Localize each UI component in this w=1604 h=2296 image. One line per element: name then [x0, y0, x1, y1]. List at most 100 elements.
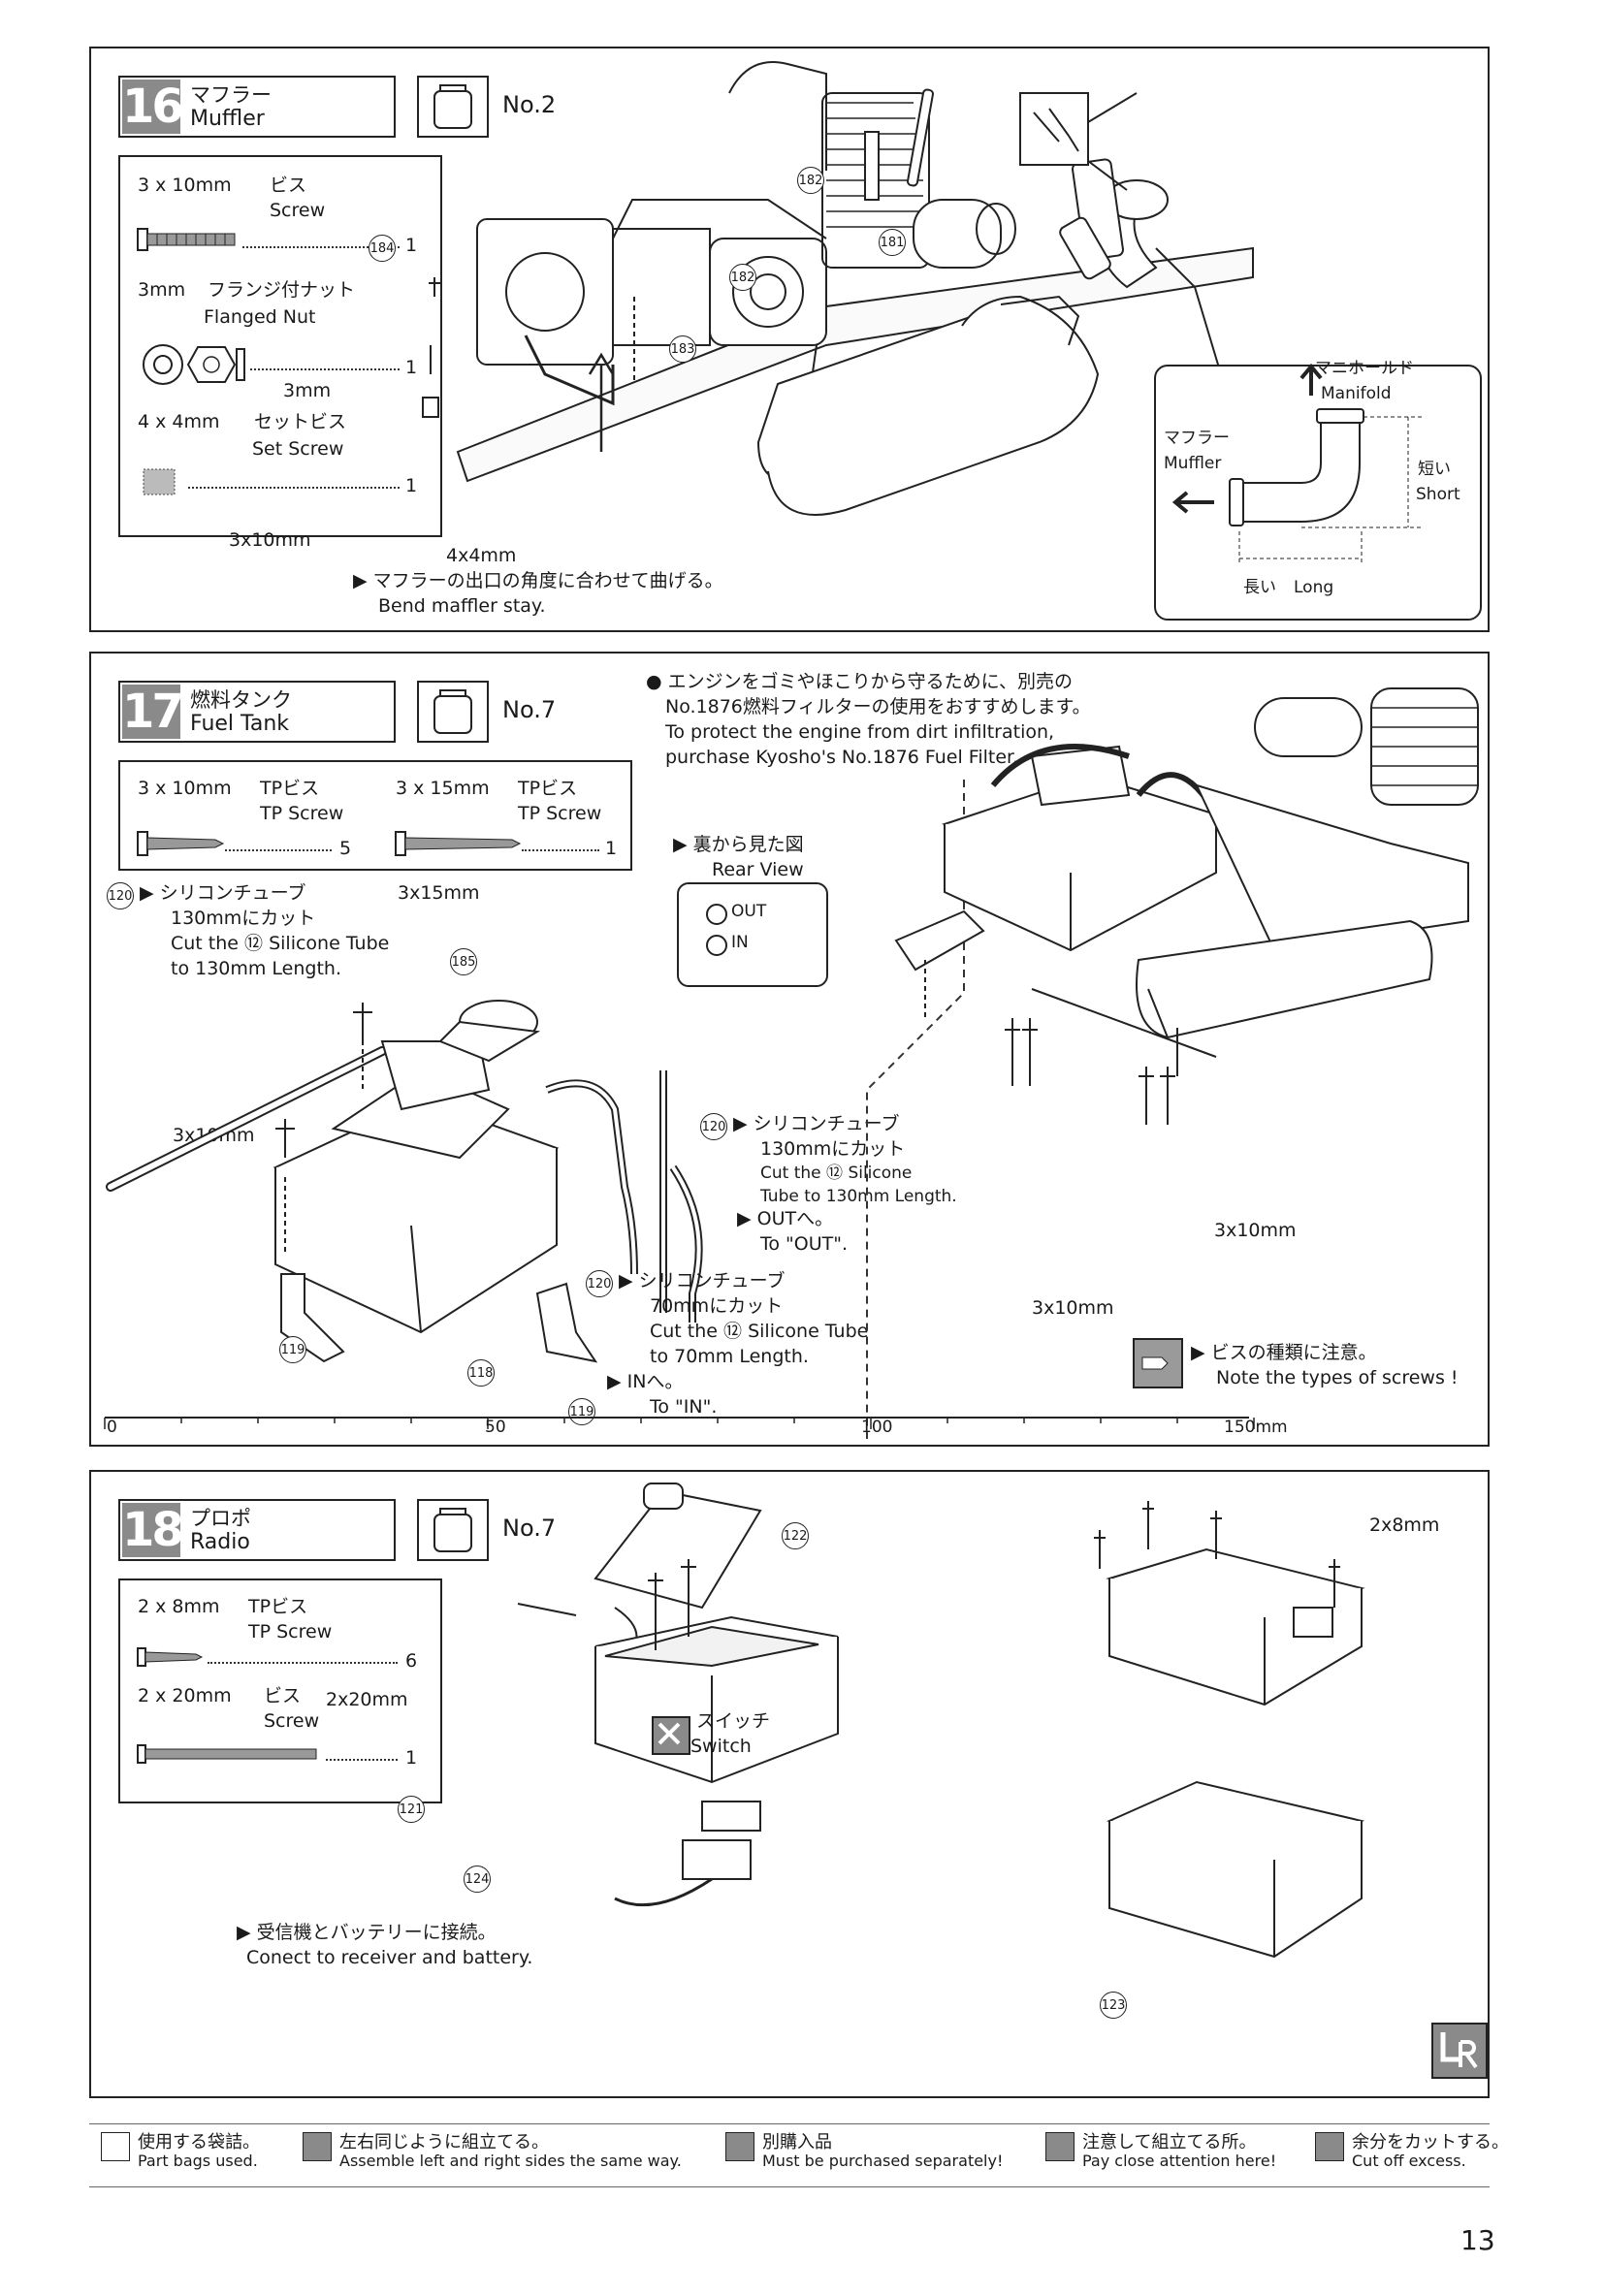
- legend-left-right: 左右同じように組立てる。 Assemble left and right sid…: [303, 2128, 710, 2181]
- pliers-icon: [1019, 92, 1138, 191]
- short-label-jp: 短い: [1418, 460, 1451, 479]
- legend-bar: 使用する袋詰。 Part bags used. 左右同じように組立てる。 Ass…: [89, 2123, 1509, 2187]
- qty-leader: [326, 1759, 398, 1761]
- step-18-panel: 18 プロポ Radio No.7 2 x 8mm TPビス TP Screw …: [89, 1470, 1490, 2098]
- caution-hand-icon: [1133, 1338, 1183, 1388]
- screw-note-jp: ▶ ビスの種類に注意。: [1191, 1342, 1377, 1363]
- parts-list: 3 x 10mm TPビス TP Screw 5 3 x 15mm TPビス T…: [118, 760, 632, 871]
- part-name-en: TP Screw: [260, 803, 344, 824]
- part-ref-123: 123: [1100, 1992, 1127, 2019]
- step-17-header: 17 燃料タンク Fuel Tank: [118, 681, 396, 743]
- part-ref-183: 183: [669, 335, 696, 363]
- step-title-en: Muffler: [190, 107, 265, 131]
- legend-separate-purchase: 別購入品 Must be purchased separately!: [725, 2128, 1016, 2181]
- part-ref-119a: 119: [279, 1336, 306, 1363]
- part-size: 2 x 20mm: [138, 1685, 232, 1706]
- tube3-jp1: ▶ シリコンチューブ: [619, 1270, 786, 1292]
- fuel-filter-note-jp1: ● エンジンをゴミやほこりから守るために、別売の: [646, 671, 1074, 692]
- ruler-label-0: 0: [107, 1418, 117, 1437]
- bend-note-en: Bend maffler stay.: [378, 595, 546, 617]
- out-label: OUT: [731, 902, 767, 921]
- qty-leader: [225, 849, 332, 851]
- part-size: 3mm: [138, 279, 186, 301]
- part-ref-181: 181: [879, 229, 906, 256]
- qty-leader: [208, 1662, 398, 1664]
- part-name-jp: TPビス: [248, 1596, 308, 1617]
- step-number: 18: [122, 1503, 184, 1557]
- caution-hand-icon: [1045, 2132, 1075, 2161]
- screw-icon: [137, 1744, 317, 1764]
- part-bag-icon: [101, 2132, 130, 2161]
- tube1-jp2: 130mmにカット: [171, 908, 316, 929]
- label-4x4mm: 4x4mm: [446, 545, 517, 566]
- tube2-jp1: ▶ シリコンチューブ: [733, 1113, 900, 1134]
- legend-jp: 注意して組立てる所。: [1082, 2132, 1257, 2152]
- tube1-en1: Cut the ⑫ Silicone Tube: [171, 933, 390, 954]
- part-qty: 1: [405, 1747, 418, 1769]
- part-name-jp: フランジ付ナット: [208, 279, 356, 301]
- legend-part-bags: 使用する袋詰。 Part bags used.: [101, 2128, 353, 2181]
- rear-view-en: Rear View: [712, 859, 804, 880]
- step-title-jp: プロポ: [190, 1507, 251, 1530]
- part-bag-icon: [417, 76, 489, 138]
- part-name-en: Screw: [270, 200, 326, 221]
- out-port-icon: [706, 904, 727, 925]
- part-size: 3 x 15mm: [396, 778, 490, 799]
- ruler-label-100: 100: [861, 1418, 893, 1437]
- fuel-filter-note-en2: purchase Kyosho's No.1876 Fuel Filter.: [665, 747, 1019, 768]
- part-ref-119b: 119: [568, 1398, 595, 1425]
- part-name-jp: ビス: [270, 175, 307, 196]
- part-name-en: TP Screw: [518, 803, 602, 824]
- qty-leader: [250, 368, 400, 370]
- page-number: 13: [1460, 2224, 1495, 2256]
- label-3x10mm: 3x10mm: [1032, 1297, 1114, 1319]
- label-3x10mm: 3x10mm: [229, 529, 311, 551]
- tp-screw-icon: [137, 831, 225, 856]
- part-ref-118: 118: [467, 1359, 495, 1387]
- parts-list: 2 x 8mm TPビス TP Screw 6 2 x 20mm ビス Scre…: [118, 1578, 442, 1803]
- part-qty: 1: [405, 475, 418, 496]
- part-name-en: Flanged Nut: [204, 306, 316, 328]
- set-screw-icon: [143, 468, 176, 495]
- legend-en: Cut off excess.: [1352, 2152, 1466, 2170]
- step-title-jp: マフラー: [190, 83, 272, 107]
- muffler-label-jp: マフラー: [1164, 429, 1230, 448]
- part-ref-184: 184: [369, 235, 396, 262]
- tube2-jp2: 130mmにカット: [760, 1138, 906, 1160]
- part-size: 2 x 8mm: [138, 1596, 220, 1617]
- connect-note-en: Conect to receiver and battery.: [246, 1947, 533, 1968]
- tube1-en2: to 130mm Length.: [171, 958, 342, 979]
- fuel-tank-illustration: [106, 1000, 703, 1363]
- in-port-icon: [706, 935, 727, 956]
- step-16-panel: 16 マフラー Muffler No.2 3 x 10mm ビス Screw 1…: [89, 47, 1490, 632]
- fuel-filter-note-jp2: No.1876燃料フィルターの使用をおすすめします。: [665, 696, 1091, 718]
- step-title-en: Fuel Tank: [190, 712, 289, 736]
- step-number: 16: [122, 80, 184, 134]
- legend-en: Assemble left and right sides the same w…: [339, 2152, 682, 2170]
- short-label-en: Short: [1416, 485, 1460, 504]
- manifold-label-en: Manifold: [1321, 384, 1392, 403]
- tube3-en2: to 70mm Length.: [650, 1346, 809, 1367]
- left-right-icon: [303, 2132, 332, 2161]
- part-ref-120: 120: [700, 1113, 727, 1140]
- receiver-box-illustration: [517, 1483, 839, 1907]
- qty-leader: [188, 487, 400, 489]
- step-17-panel: 17 燃料タンク Fuel Tank No.7 ● エンジンをゴミやほこりから守…: [89, 652, 1490, 1447]
- part-qty: 1: [405, 357, 418, 378]
- legend-jp: 余分をカットする。: [1352, 2132, 1509, 2152]
- tp-screw-icon: [137, 1647, 204, 1667]
- legend-attention: 注意して組立てる所。 Pay close attention here!: [1045, 2128, 1298, 2181]
- connect-note-jp: ▶ 受信機とバッテリーに接続。: [237, 1922, 497, 1943]
- part-name-jp: TPビス: [260, 778, 320, 799]
- part-ref-120: 120: [586, 1270, 613, 1297]
- tube2-out-jp: ▶ OUTへ。: [737, 1208, 834, 1229]
- long-label-jp: 長い: [1243, 578, 1276, 597]
- parts-list: 3 x 10mm ビス Screw 1 3mm フランジ付ナット Flanged…: [118, 155, 442, 537]
- legend-en: Pay close attention here!: [1082, 2152, 1277, 2170]
- label-2x20mm: 2x20mm: [326, 1689, 408, 1710]
- ruler-label-50: 50: [485, 1418, 506, 1437]
- ruler-label-150mm: 150mm: [1224, 1418, 1288, 1437]
- part-qty: 6: [405, 1650, 418, 1672]
- switch-label-en: Switch: [690, 1736, 752, 1757]
- manifold-inset: マニホールド Manifold マフラー Muffler 短い Short 長い…: [1154, 359, 1482, 621]
